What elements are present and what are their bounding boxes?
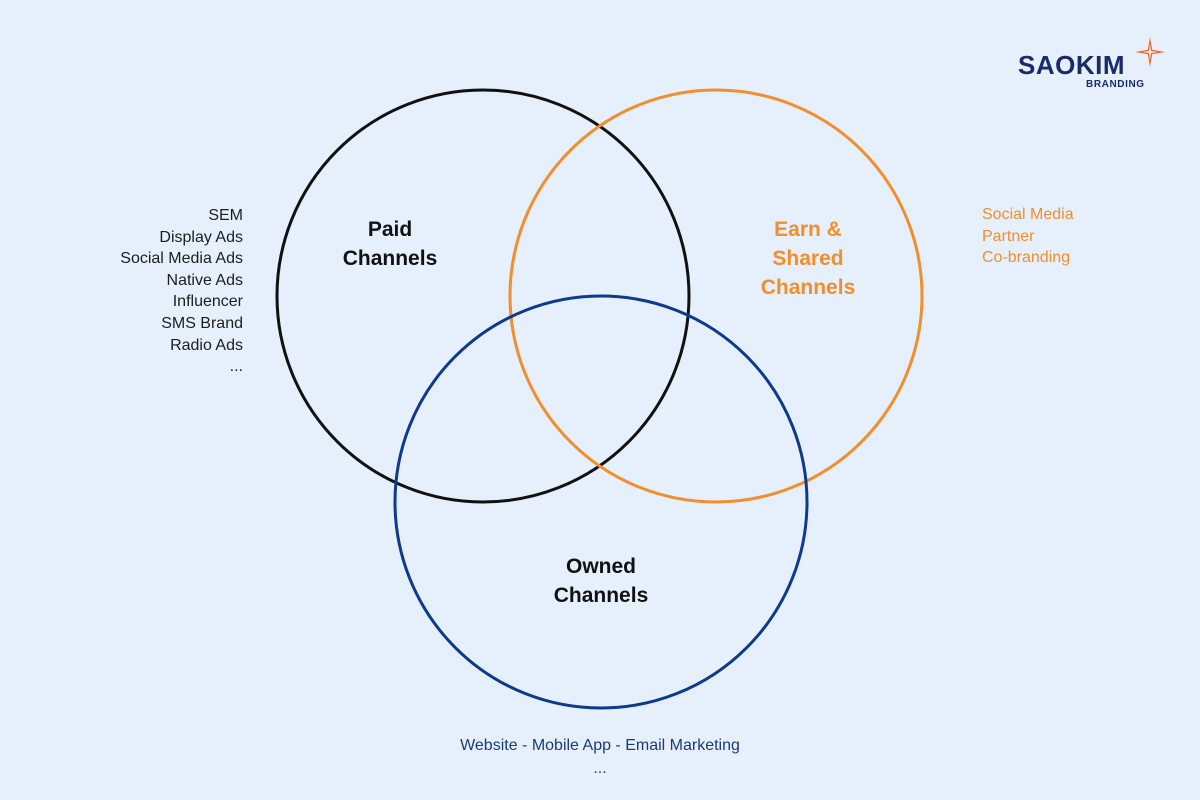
list-item: Social Media	[982, 206, 1074, 223]
saokim-branding-logo: SAOKIM BRANDING	[1018, 36, 1168, 92]
earned-channels-list: Social Media Partner Co-branding	[982, 204, 1074, 269]
list-item: Co-branding	[982, 249, 1071, 267]
list-item: ...	[229, 358, 243, 376]
sparkle-icon	[1135, 37, 1165, 67]
earned-channels-label: Earn & Shared Channels	[760, 218, 856, 299]
list-item: Social Media Ads	[120, 250, 243, 268]
earned-channels-circle	[508, 88, 924, 504]
paid-channels-label: Paid Channels	[342, 218, 438, 270]
list-item: Radio Ads	[170, 336, 243, 354]
paid-channels-list: SEM Display Ads Social Media Ads Native …	[120, 205, 243, 378]
logo-subtitle: BRANDING	[1086, 79, 1145, 90]
owned-channels-list-line2: ...	[593, 760, 607, 777]
paid-channels-circle	[275, 88, 691, 504]
list-item: Influencer	[172, 293, 243, 311]
owned-channels-circle	[393, 294, 809, 710]
logo-wordmark: SAOKIM	[1018, 50, 1125, 80]
owned-channels-list-line1: Website - Mobile App - Email Marketing	[460, 737, 740, 754]
list-item: SEM	[208, 207, 243, 224]
list-item: Native Ads	[166, 271, 243, 289]
owned-channels-label: Owned Channels	[553, 555, 649, 607]
list-item: Display Ads	[159, 228, 243, 246]
list-item: Partner	[982, 227, 1035, 245]
list-item: SMS Brand	[161, 314, 243, 332]
